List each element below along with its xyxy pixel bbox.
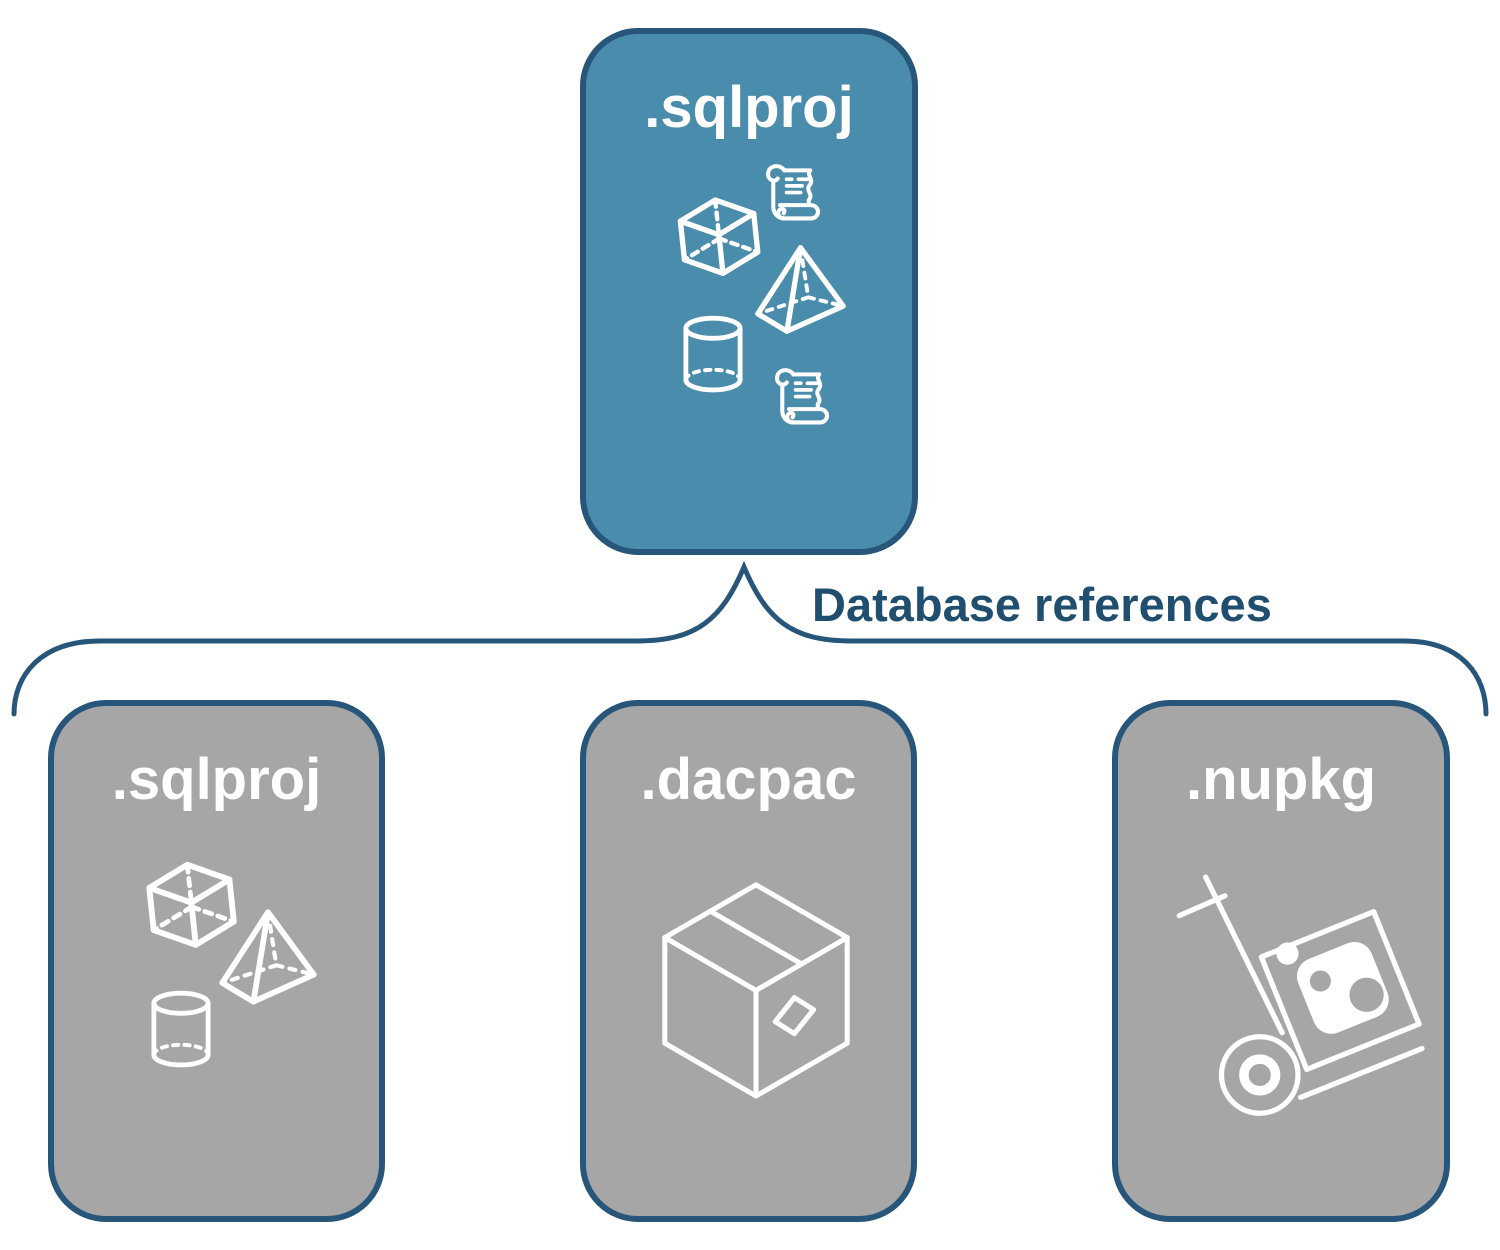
- ref-dacpac-box: .dacpac: [580, 700, 917, 1222]
- package-box-icon: [636, 844, 876, 1120]
- database-cylinder-icon: [146, 990, 216, 1069]
- root-sqlproj-box: .sqlproj: [580, 28, 918, 555]
- ref-dacpac-title: .dacpac: [640, 747, 857, 812]
- nuget-hand-truck-icon: [1166, 856, 1430, 1133]
- script-scroll-icon: [766, 364, 840, 438]
- database-cylinder-icon: [678, 315, 748, 394]
- script-scroll-icon: [757, 160, 831, 234]
- pyramid-icon: [216, 904, 320, 1012]
- cube-icon: [671, 192, 768, 289]
- ref-sqlproj-title: .sqlproj: [111, 747, 322, 812]
- ref-nupkg-title: .nupkg: [1185, 747, 1377, 812]
- ref-nupkg-box: .nupkg: [1112, 700, 1450, 1222]
- ref-sqlproj-box: .sqlproj: [48, 700, 385, 1222]
- database-references-label: Database references: [812, 578, 1272, 631]
- root-sqlproj-title: .sqlproj: [644, 75, 854, 140]
- cube-icon: [139, 856, 245, 962]
- pyramid-icon: [748, 242, 853, 339]
